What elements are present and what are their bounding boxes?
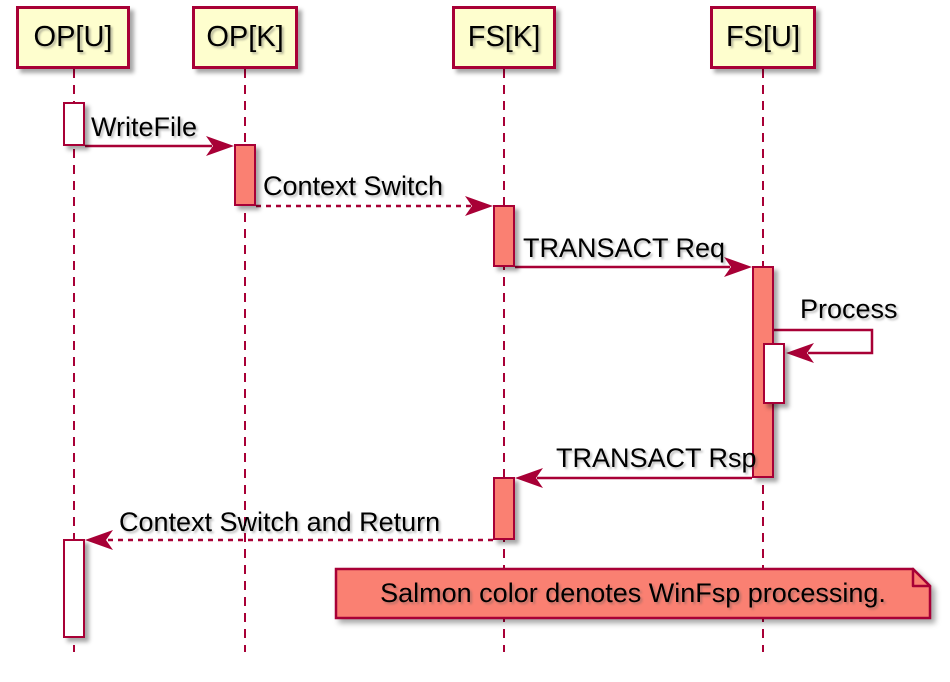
lifelines [73, 69, 764, 652]
message-label-process: Process [800, 294, 898, 324]
participant-op-k: OP[K] [192, 6, 298, 69]
participant-label-op-u: OP[U] [33, 21, 113, 53]
arrow-transact-req-head [724, 257, 752, 277]
message-label-transact-rsp: TRANSACT Rsp [556, 443, 757, 473]
note-fold-icon [911, 567, 932, 588]
message-label-context-return: Context Switch and Return [119, 507, 441, 537]
participant-op-u: OP[U] [16, 6, 130, 69]
activation-fs-u-nested [763, 343, 785, 404]
participant-label-op-k: OP[K] [206, 21, 284, 53]
arrow-context-switch-head [465, 196, 493, 216]
activation-fs-k-2 [493, 477, 515, 540]
note-shape [334, 567, 932, 620]
participant-fs-u: FS[U] [710, 6, 816, 69]
arrow-process-line [774, 328, 874, 355]
activation-op-u-2 [63, 539, 85, 638]
note-label: Salmon color denotes WinFsp processing. [380, 578, 886, 608]
note-body [334, 567, 932, 620]
arrow-context-return-head [85, 530, 113, 550]
arrow-process-head [786, 343, 814, 363]
activation-op-u-1 [63, 102, 85, 146]
arrow-transact-rsp-head [515, 468, 543, 488]
activation-op-k [234, 144, 256, 206]
message-label-context-switch: Context Switch [263, 171, 444, 201]
participant-label-fs-u: FS[U] [725, 21, 801, 53]
message-label-transact-req: TRANSACT Req [523, 233, 726, 263]
activation-fs-k-1 [493, 205, 515, 267]
message-label-writefile: WriteFile [91, 112, 198, 142]
message-arrows [85, 136, 874, 550]
participant-label-fs-k: FS[K] [467, 21, 541, 53]
participant-fs-k: FS[K] [452, 6, 556, 69]
arrow-writefile-head [206, 136, 234, 156]
note: Salmon color denotes WinFsp processing. [336, 569, 930, 618]
